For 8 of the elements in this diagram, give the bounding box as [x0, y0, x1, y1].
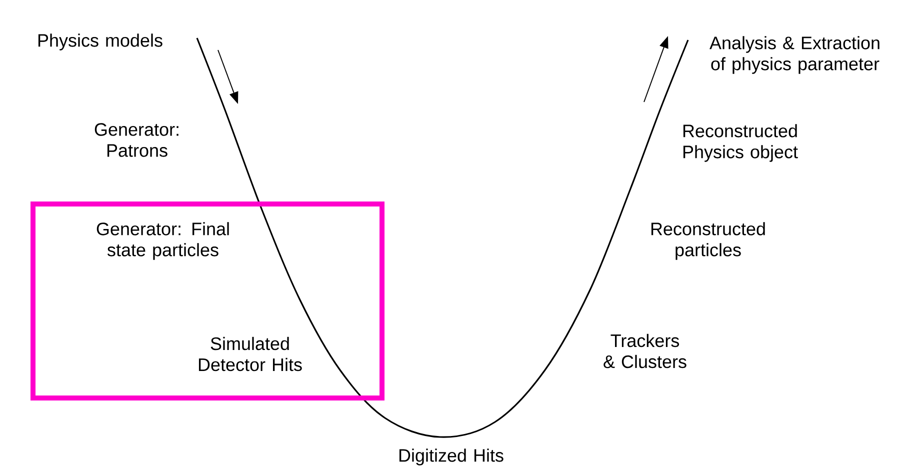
stage-label: Generator: Patrons: [94, 123, 178, 157]
highlight-box: Generator: Final state particles Simulated Detector Hits: [30, 202, 384, 400]
stage-label: Reconstructed Physics object: [683, 124, 798, 162]
stage-label: Physics models: [38, 34, 162, 50]
stage-label: Digitized Hits: [399, 448, 504, 466]
stage-label: Analysis & Extraction of physics parameter: [710, 36, 880, 74]
stage-label: Trackers & Clusters: [604, 334, 686, 368]
stage-label: Reconstructed particles: [651, 222, 765, 260]
